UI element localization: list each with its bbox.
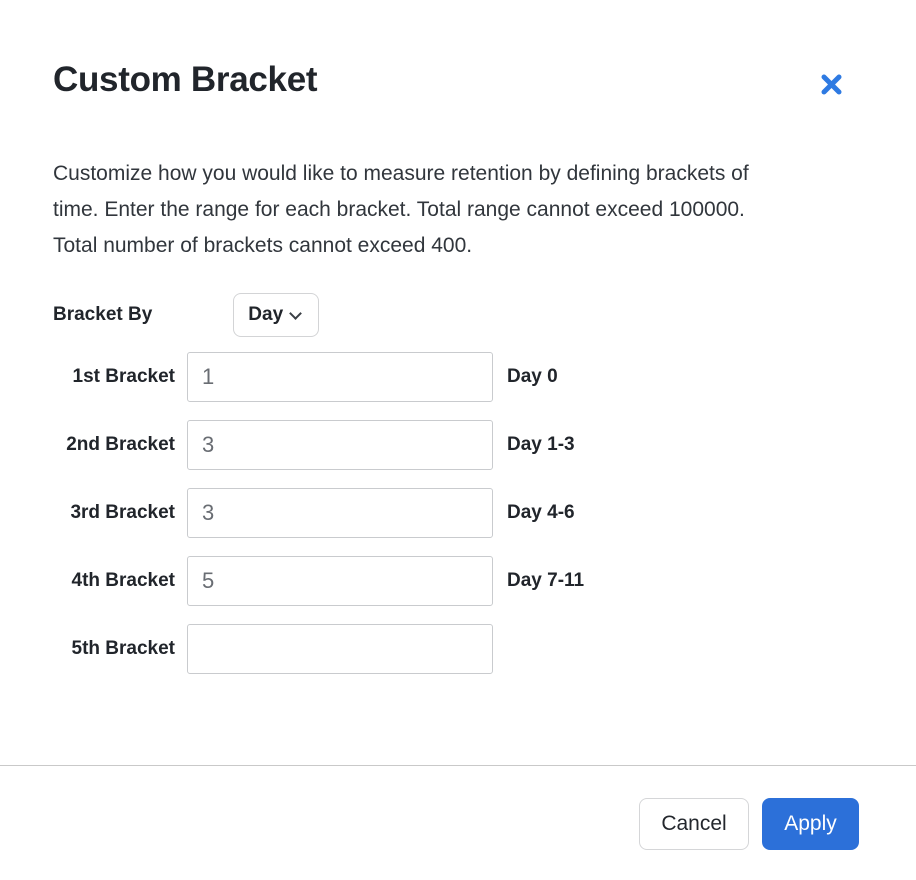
bracket-row-4: 4th Bracket Day 7-11 — [0, 556, 916, 606]
modal-footer: Cancel Apply — [0, 765, 916, 880]
bracket-5-label: 5th Bracket — [71, 638, 176, 659]
bracket-1-input[interactable] — [187, 352, 493, 402]
bracket-4-range-label: Day 7-11 — [507, 570, 585, 591]
bracket-4-label: 4th Bracket — [71, 570, 176, 591]
bracket-3-range-label: Day 4-6 — [507, 502, 575, 523]
bracket-rows: 1st Bracket Day 0 2nd Bracket Day 1-3 3r… — [0, 352, 916, 692]
bracket-row-3: 3rd Bracket Day 4-6 — [0, 488, 916, 538]
apply-button[interactable]: Apply — [762, 798, 859, 850]
bracket-5-input[interactable] — [187, 624, 493, 674]
modal-title: Custom Bracket — [53, 60, 318, 99]
modal-description: Customize how you would like to measure … — [53, 162, 749, 257]
bracket-2-label: 2nd Bracket — [66, 434, 175, 455]
bracket-row-1: 1st Bracket Day 0 — [0, 352, 916, 402]
close-button[interactable] — [814, 68, 848, 100]
bracket-4-input[interactable] — [187, 556, 493, 606]
bracket-2-range-label: Day 1-3 — [507, 434, 575, 455]
bracket-3-label: 3rd Bracket — [70, 502, 175, 523]
bracket-1-label: 1st Bracket — [72, 366, 175, 387]
bracket-by-row: Bracket By Day — [53, 293, 320, 337]
chevron-down-icon — [289, 306, 303, 320]
bracket-2-input[interactable] — [187, 420, 493, 470]
close-icon — [821, 74, 841, 94]
bracket-by-label: Bracket By — [53, 304, 153, 325]
bracket-row-2: 2nd Bracket Day 1-3 — [0, 420, 916, 470]
bracket-by-selected-value: Day — [248, 304, 284, 325]
bracket-1-range-label: Day 0 — [507, 366, 558, 387]
bracket-3-input[interactable] — [187, 488, 493, 538]
bracket-row-5: 5th Bracket — [0, 624, 916, 674]
bracket-by-dropdown[interactable]: Day — [233, 293, 320, 337]
cancel-button[interactable]: Cancel — [639, 798, 749, 850]
